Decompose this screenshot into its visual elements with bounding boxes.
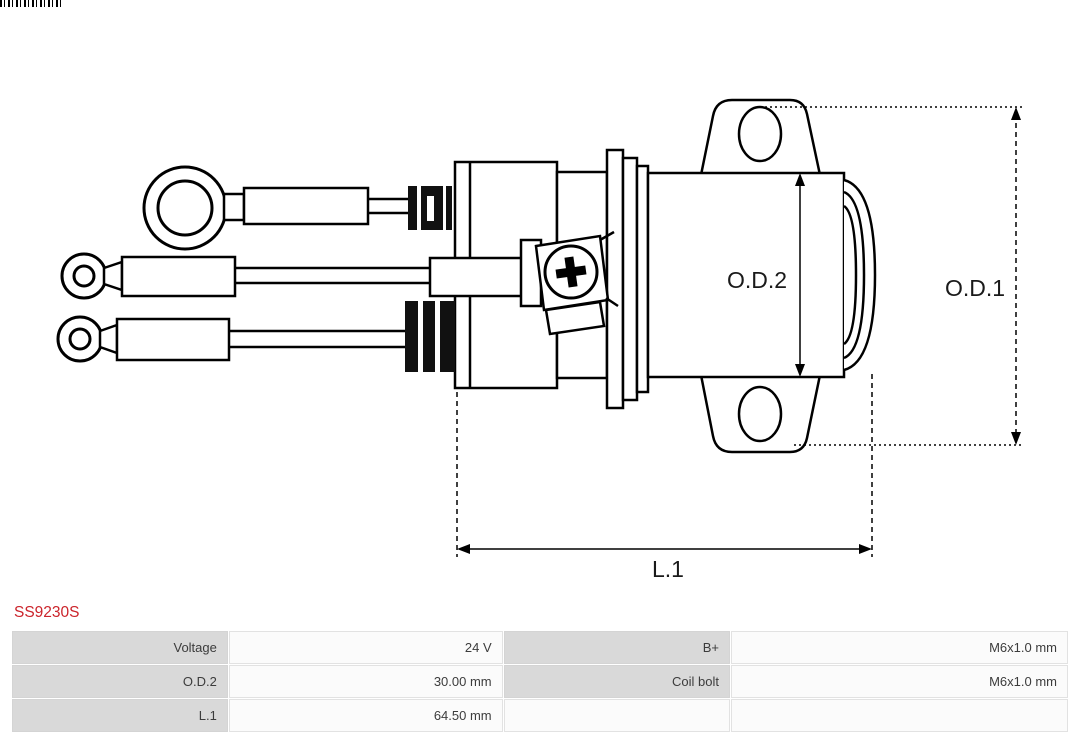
mounting-tab-bottom xyxy=(699,374,822,454)
spec-table: Voltage 24 V B+ M6x1.0 mm O.D.2 30.00 mm… xyxy=(11,630,1069,733)
terminal-screw xyxy=(519,230,619,336)
spec-row-3: L.1 64.50 mm xyxy=(12,699,1068,732)
solenoid-technical-drawing: O.D.2 O.D.1 L.1 xyxy=(56,98,1024,582)
eyelet-terminal-1 xyxy=(60,252,524,300)
dimension-od1 xyxy=(760,106,1024,446)
solenoid-cylinder xyxy=(646,171,877,379)
part-number-link[interactable]: SS9230S xyxy=(14,604,80,621)
spec-label-od2: O.D.2 xyxy=(12,665,228,698)
spec-label-bplus: B+ xyxy=(503,631,731,664)
od2-label: O.D.2 xyxy=(727,267,787,293)
spec-value-coil-bolt: M6x1.0 mm xyxy=(731,665,1068,698)
eyelet-terminal-2 xyxy=(56,315,406,363)
spec-value-empty xyxy=(731,699,1068,732)
spec-value-bplus: M6x1.0 mm xyxy=(731,631,1068,664)
ribbed-boot-top xyxy=(408,186,452,230)
ribbed-boot-bottom xyxy=(405,301,455,372)
spec-value-l1: 64.50 mm xyxy=(228,699,503,732)
spec-label-coil-bolt: Coil bolt xyxy=(503,665,731,698)
spec-value-voltage: 24 V xyxy=(228,631,503,664)
spec-row-2: O.D.2 30.00 mm Coil bolt M6x1.0 mm xyxy=(12,665,1068,698)
barcode-artifact-icon xyxy=(0,0,62,7)
dimension-l1 xyxy=(456,374,873,557)
mounting-tab-top xyxy=(699,98,822,176)
solenoid-body xyxy=(453,148,650,410)
od1-label: O.D.1 xyxy=(945,275,1005,301)
spec-row-1: Voltage 24 V B+ M6x1.0 mm xyxy=(12,631,1068,664)
l1-label: L.1 xyxy=(652,556,684,582)
ring-terminal xyxy=(142,165,410,251)
spec-value-od2: 30.00 mm xyxy=(228,665,503,698)
dimension-od2 xyxy=(795,173,805,377)
spec-label-voltage: Voltage xyxy=(12,631,228,664)
spec-label-l1: L.1 xyxy=(12,699,228,732)
spec-label-empty xyxy=(503,699,731,732)
